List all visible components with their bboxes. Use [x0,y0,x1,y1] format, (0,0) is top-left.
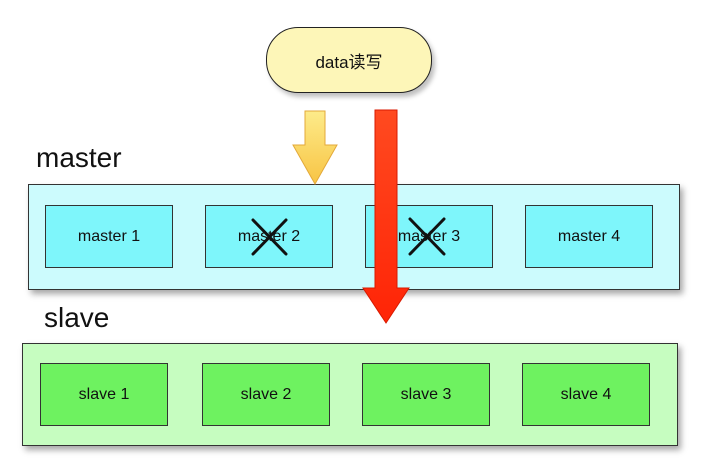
slave-section-title: slave [44,302,110,333]
master-node-2-label: master 2 [237,227,301,245]
master-node-1: master 1 [45,205,173,268]
slave-node-3: slave 3 [362,363,490,426]
master-node-2: master 2 [205,205,333,268]
master-node-4: master 4 [525,205,653,268]
slave-node-2: slave 2 [202,363,330,426]
master-section-title: master [36,142,122,173]
write-arrow [292,110,338,186]
slave-node-2-label: slave 2 [240,385,292,403]
master-node-3-label: master 3 [397,227,461,245]
master-node-3: master 3 [365,205,493,268]
slave-node-3-label: slave 3 [400,385,452,403]
master-node-4-label: master 4 [557,227,621,245]
slave-node-1-label: slave 1 [78,385,130,403]
slave-node-1: slave 1 [40,363,168,426]
data-read-write-label: data读写 [315,52,383,72]
slave-node-4: slave 4 [522,363,650,426]
master-node-1-label: master 1 [77,227,141,245]
slave-node-4-label: slave 4 [560,385,612,403]
data-read-write-node: data读写 [266,27,432,93]
